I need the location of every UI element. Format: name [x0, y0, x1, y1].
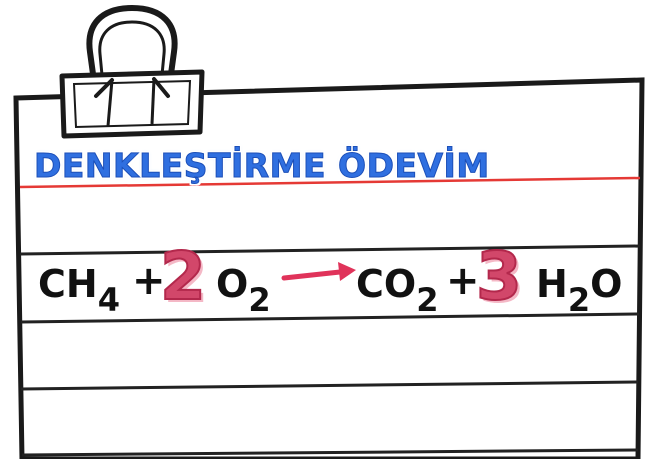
chemical-equation: CH4 + 2 O2 CO2 + 3 H2O [36, 237, 636, 324]
reaction-arrow-icon [281, 262, 356, 281]
sheet-border [13, 77, 645, 459]
binder-clip-icon [59, 2, 205, 139]
ruled-line-3 [20, 380, 639, 391]
plus-sign: + [132, 258, 166, 304]
page-title: DENKLEŞTİRME ÖDEVİM [34, 146, 490, 186]
reactant-methane: CH4 [38, 262, 120, 319]
subscript: 4 [97, 281, 120, 319]
subscript: 2 [416, 281, 439, 319]
coefficient-oxygen: 2 [159, 237, 207, 316]
formula-text: O [590, 262, 623, 306]
subscript: 2 [567, 281, 591, 319]
plus-sign: + [446, 258, 480, 304]
formula-text: CH [38, 262, 98, 306]
formula-text: CO [356, 262, 417, 306]
ruled-line-4 [21, 448, 639, 457]
formula-text: H [536, 262, 568, 306]
ruled-line-1 [19, 244, 641, 256]
subscript: 2 [248, 281, 271, 319]
ruled-line-2 [20, 312, 640, 324]
red-margin-line [19, 176, 641, 189]
coefficient-water: 3 [475, 237, 523, 316]
reactant-oxygen: O2 [216, 262, 271, 319]
product-carbon-dioxide: CO2 [356, 262, 438, 319]
product-water: H2O [536, 262, 623, 319]
formula-text: O [216, 262, 249, 306]
